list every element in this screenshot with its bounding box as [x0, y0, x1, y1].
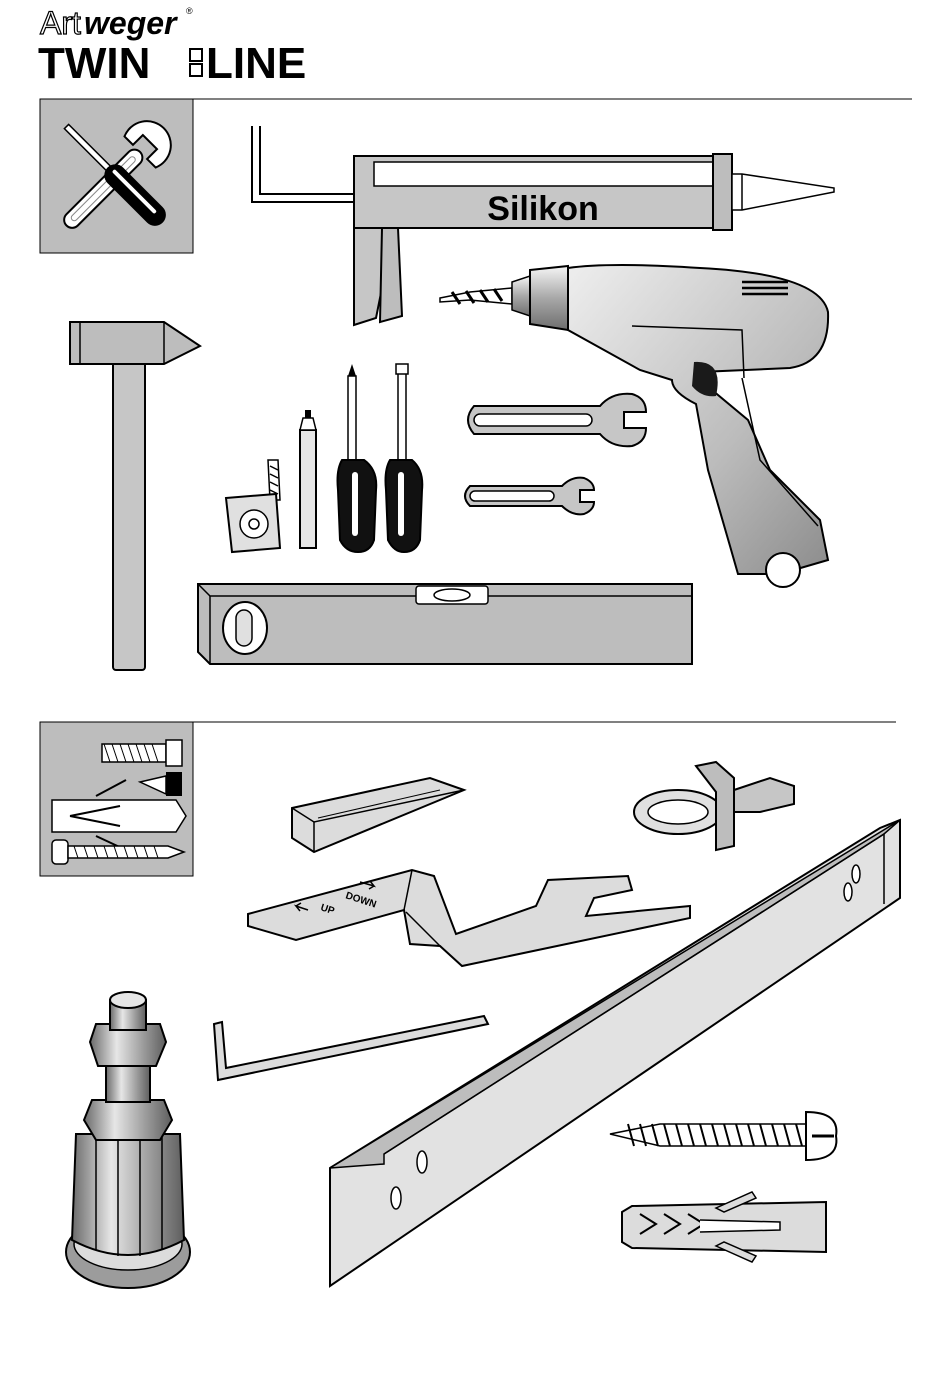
adjustable-foot	[66, 992, 190, 1288]
hammer	[70, 322, 200, 670]
large-wrench	[468, 394, 646, 447]
product-name-part1: TWIN	[38, 39, 150, 88]
wall-plug	[622, 1192, 826, 1262]
pencil	[300, 410, 316, 548]
registered-mark: ®	[186, 6, 193, 16]
product-name-part2: LINE	[206, 39, 306, 88]
fasteners-icon	[40, 722, 193, 876]
logo-squares-icon	[190, 49, 202, 76]
screw	[610, 1112, 836, 1160]
brand-logo: Art weger ®	[40, 5, 193, 41]
mounting-bracket: DOWN UP	[248, 870, 690, 966]
tools-icon	[40, 99, 193, 253]
wedge	[292, 778, 464, 852]
caulking-gun-label: Silikon	[487, 190, 598, 228]
ring-clip	[634, 762, 794, 850]
small-wrench	[465, 478, 594, 515]
spirit-level	[198, 584, 692, 664]
product-logo: TWIN LINE	[38, 39, 306, 88]
flat-screwdriver	[386, 364, 423, 552]
tape-measure	[226, 460, 280, 552]
brand-name: weger	[84, 5, 178, 41]
phillips-screwdriver	[338, 364, 377, 552]
brand-name-outline: Art	[40, 5, 81, 41]
allen-key	[214, 1016, 488, 1080]
